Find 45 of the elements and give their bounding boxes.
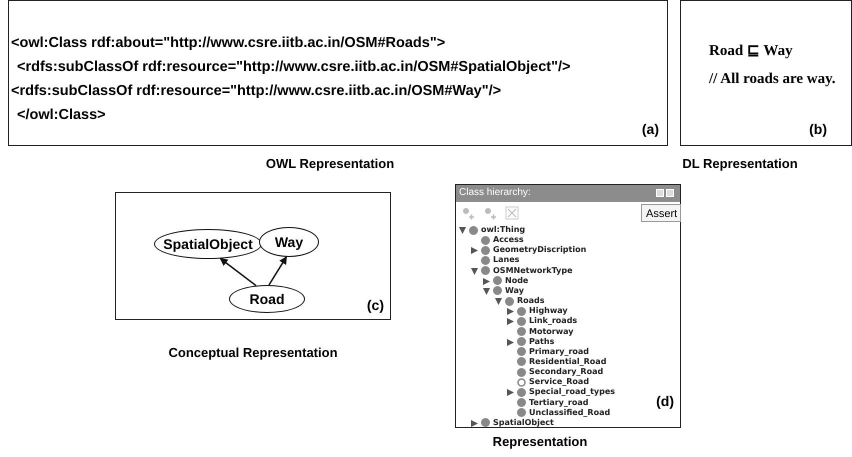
tree-item: Service_Road [529,377,590,388]
arrow [220,258,256,286]
tree-item: owl:Thing [481,225,526,235]
panel-letter: (d) [656,393,674,409]
class-ellipse: Road [229,285,305,313]
tree-item: Node [505,276,528,286]
tree-item: Access [493,235,524,246]
panel-letter: (a) [642,121,659,137]
arrow [268,256,288,286]
class-hierarchy-panel [455,184,681,428]
class-ellipse: Way [259,227,319,257]
tree-item: Paths [529,336,554,347]
tree-item: Way [505,286,524,296]
panel-caption: Conceptual Representation [168,345,338,360]
tree-item: GeometryDiscription [493,245,586,256]
panel-letter: (b) [809,121,827,137]
code-line: <owl:Class rdf:about="http://www.csre.iitb.ac.in/OSM#Roads"> [11,35,446,51]
code-line: </owl:Class> [17,107,106,123]
tree-item: Special_road_types [529,387,616,398]
tree-item: Primary_road [529,346,590,357]
panel-caption: Representation [492,434,588,449]
tree-item: Link_roads [529,316,578,326]
tree-item: Unclassified_Road [529,408,610,418]
tree-item: Roads [517,296,545,306]
diagram-panel [115,192,391,320]
code-line: <rdfs:subClassOf rdf:resource="http://www.csre.iitb.ac.in/OSM#Way"/> [11,83,502,99]
tree-item: SpatialObject [493,418,554,428]
tree-item: Lanes [493,255,520,266]
code-panel [8,0,668,146]
panel-title: Class hierarchy: [459,187,531,198]
tree-item: OSMNetworkType [493,266,572,276]
panel-caption: OWL Representation [266,156,394,171]
formula: Road ⊑ Way [709,42,793,60]
class-ellipse: SpatialObject [154,229,262,259]
tree-item: Secondary_Road [529,367,604,378]
panel-letter: (c) [366,297,384,313]
tree-item: Motorway [529,326,574,336]
tree-item: Tertiary_road [529,398,588,408]
code-line: <rdfs:subClassOf rdf:resource="http://www.csre.iitb.ac.in/OSM#SpatialObject"/> [17,59,570,75]
comment: // All roads are way. [709,71,836,88]
panel-caption: DL Representation [682,156,798,171]
tree-item: Residential_Road [529,356,606,367]
text-panel [680,0,852,146]
tab-button: Assert [641,204,681,222]
tree-item: Highway [529,306,568,316]
